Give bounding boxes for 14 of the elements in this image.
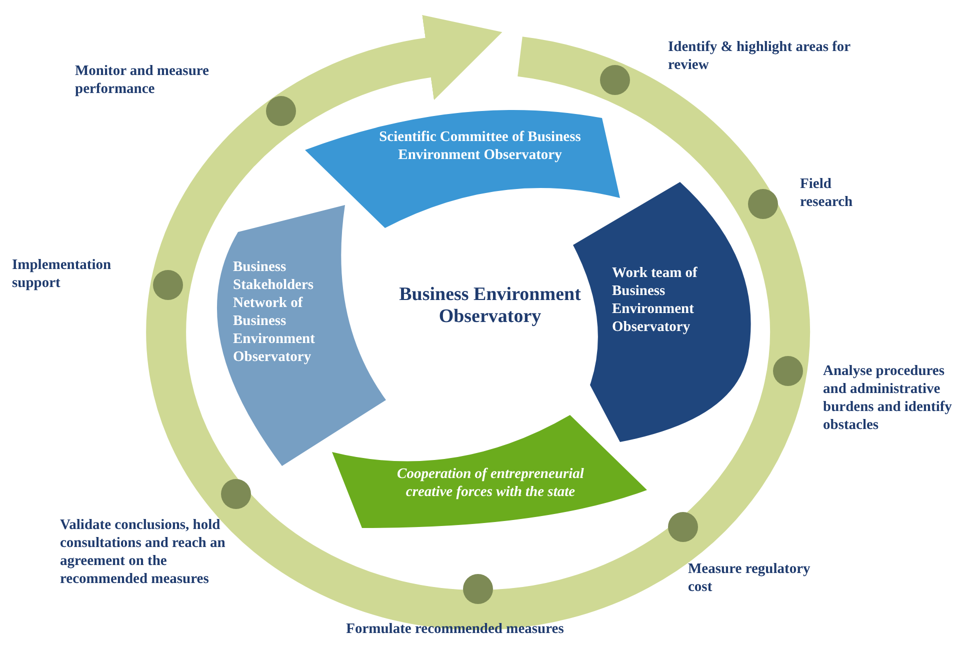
step-label: Analyse procedures and administrative burdens and identify obstacles — [823, 362, 953, 434]
step-label: Field research — [800, 175, 854, 211]
step-label: Measure regulatory cost — [688, 560, 812, 596]
step-label: Validate conclusions, hold consultations and reach an agreement on the recommended measures — [60, 516, 226, 588]
step-label: Implementation support — [12, 256, 112, 292]
segment-text: Scientific Committee of Business Environment Observatory — [378, 128, 582, 164]
segment-text: Work team of Business Environment Observatory — [612, 264, 698, 336]
step-label: Monitor and measure performance — [75, 62, 210, 98]
center-title: Business Environment Observatory — [398, 284, 582, 328]
step-label: Formulate recommended measures — [345, 620, 565, 638]
segment-text: Cooperation of entrepreneurial creative forces with the state — [396, 465, 585, 501]
step-label: Identify & highlight areas for review — [668, 38, 852, 74]
step-dot — [463, 574, 493, 604]
segment-text: Business Stakeholders Network of Business Environment Observatory — [233, 258, 316, 366]
